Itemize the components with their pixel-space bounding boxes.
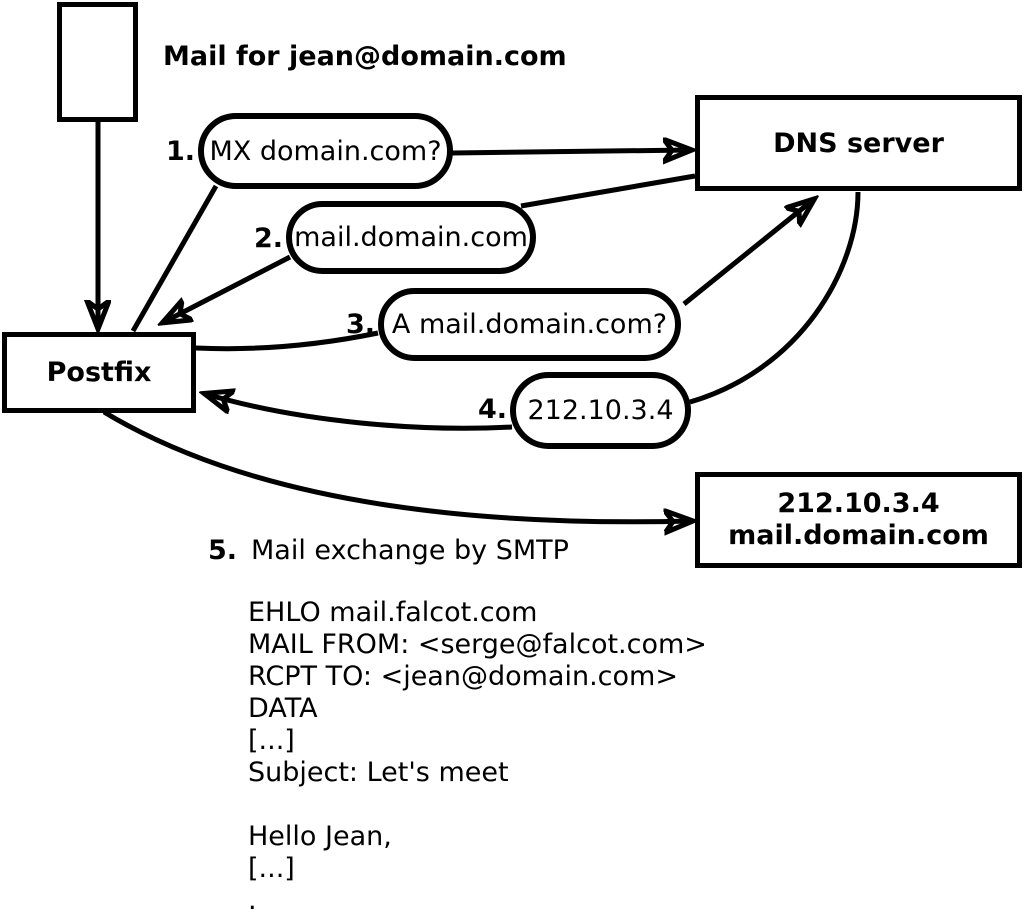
mail-server-hostname: mail.domain.com	[728, 520, 989, 551]
smtp-line: DATA	[248, 693, 318, 724]
smtp-line: .	[248, 885, 257, 916]
step-4-label: 212.10.3.4	[527, 395, 674, 426]
step-3-label: A mail.domain.com?	[391, 309, 668, 340]
smtp-line: Hello Jean,	[248, 821, 392, 852]
mail-server-node: 212.10.3.4 mail.domain.com	[695, 472, 1022, 568]
envelope-shape	[57, 2, 138, 122]
step-1-mx-query-pill: MX domain.com?	[198, 113, 453, 189]
line-postfix-to-a-query	[195, 330, 379, 352]
step-2-mx-answer-pill: mail.domain.com	[286, 201, 536, 274]
smtp-line: Subject: Let's meet	[248, 757, 509, 788]
step-5-number: 5.	[207, 535, 237, 566]
step-2-number: 2.	[253, 223, 283, 254]
step-4-a-answer-pill: 212.10.3.4	[510, 372, 691, 449]
mail-server-ip: 212.10.3.4	[777, 488, 940, 519]
arrow-a-query-to-dns	[682, 200, 813, 306]
step-2-label: mail.domain.com	[294, 222, 528, 253]
smtp-session-transcript: EHLO mail.falcot.com MAIL FROM: <serge@f…	[248, 597, 707, 917]
arrow-mx-query-to-dns	[451, 150, 690, 153]
smtp-line: [...]	[248, 725, 295, 756]
smtp-line: [...]	[248, 853, 295, 884]
line-postfix-to-mx-query	[130, 184, 219, 333]
smtp-line	[248, 789, 707, 821]
arrow-mx-answer-to-postfix	[164, 254, 292, 322]
dns-server-node: DNS server	[695, 95, 1022, 191]
line-dns-to-a-answer	[689, 191, 861, 405]
smtp-line: EHLO mail.falcot.com	[248, 597, 538, 628]
arrow-a-answer-to-postfix	[206, 394, 513, 431]
postfix-node: Postfix	[2, 332, 196, 413]
step-3-a-query-pill: A mail.domain.com?	[378, 288, 681, 361]
postfix-label: Postfix	[46, 357, 152, 388]
step-1-number: 1.	[165, 136, 195, 167]
smtp-line: RCPT TO: <jean@domain.com>	[248, 661, 678, 692]
smtp-line: MAIL FROM: <serge@falcot.com>	[248, 629, 707, 660]
arrow-postfix-to-mailserver	[102, 409, 691, 522]
step-4-number: 4.	[477, 394, 507, 425]
dns-server-label: DNS server	[773, 127, 944, 159]
mail-note-label: Mail for jean@domain.com	[163, 41, 567, 72]
step-3-number: 3.	[345, 309, 375, 340]
step-1-label: MX domain.com?	[209, 135, 442, 167]
line-dns-to-mx-answer	[520, 173, 696, 209]
step-5-label: Mail exchange by SMTP	[251, 535, 569, 566]
